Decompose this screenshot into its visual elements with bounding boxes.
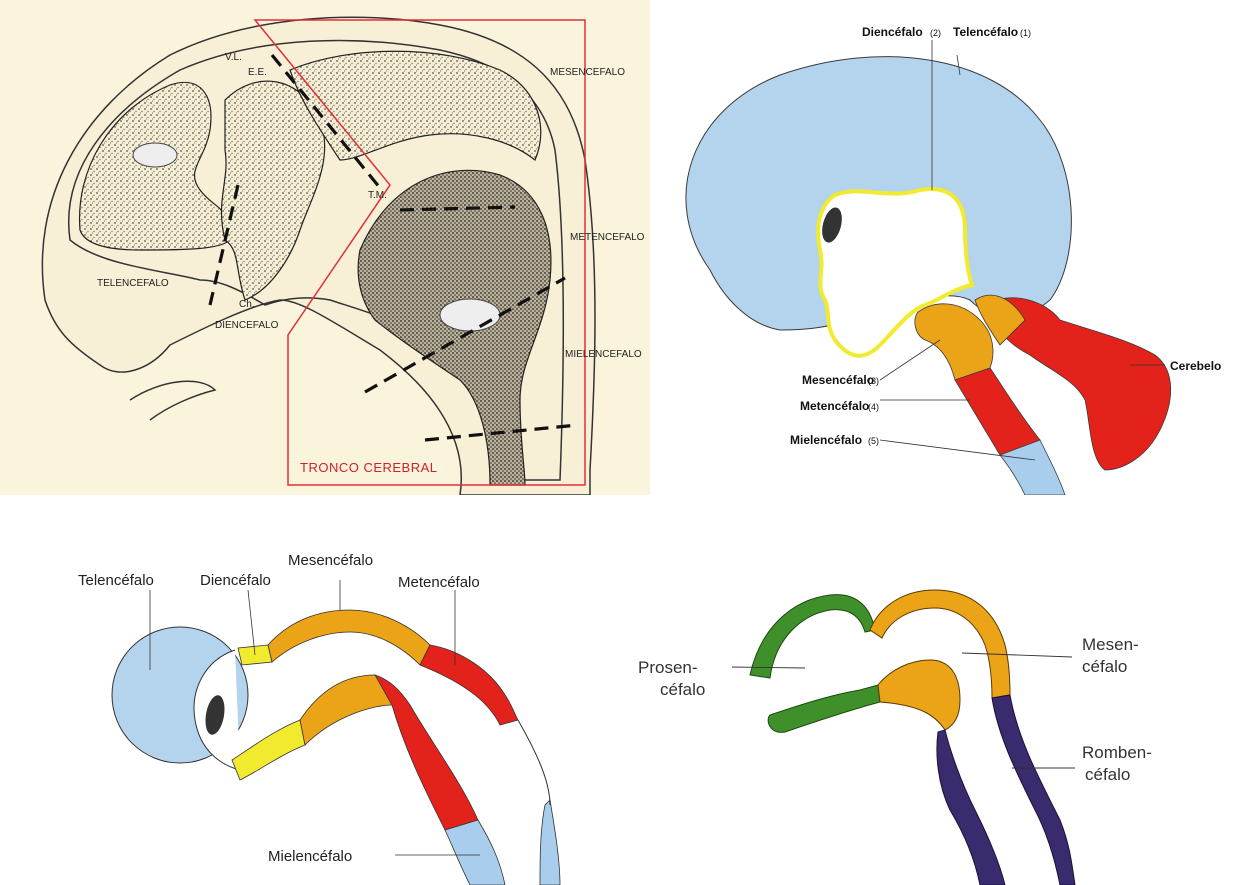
p2-num-diencefalo: (2) [930, 28, 941, 38]
p3-label-metencefalo: Metencéfalo [398, 574, 480, 591]
p2-label-mesencefalo: Mesencéfalo [802, 373, 874, 387]
label-vl: V.L. [225, 52, 242, 63]
rombencefalo-right [992, 695, 1075, 885]
label-tm: T.M. [368, 190, 387, 201]
p3-label-mielencefalo: Mielencéfalo [268, 848, 352, 865]
label-mielencefalo: MIELENCEFALO [565, 349, 642, 360]
p2-label-diencefalo: Diencéfalo [862, 25, 923, 39]
p4-label-cefalo-b: céfalo [1082, 657, 1127, 676]
colored-brain-panel: Diencéfalo (2) Telencéfalo (1) Mesencéfa… [650, 0, 1247, 495]
p3-mesencefalo-bottom [300, 675, 392, 745]
p3-label-mesencefalo: Mesencéfalo [288, 552, 373, 569]
label-telencefalo: TELENCEFALO [97, 278, 169, 289]
p2-label-metencefalo: Metencéfalo [800, 399, 869, 413]
p2-label-telencefalo: Telencéfalo [953, 25, 1018, 39]
p4-label-cefalo-a: céfalo [660, 680, 705, 699]
label-diencefalo: DIENCEFALO [215, 320, 279, 331]
p4-label-mesen: Mesen- [1082, 635, 1139, 654]
label-ee: E.E. [248, 67, 267, 78]
mesencefalo-bottom [878, 660, 960, 730]
p2-num-telencefalo: (1) [1020, 28, 1031, 38]
p3-mielencefalo-right [540, 800, 560, 885]
p2-num-mielencefalo: (5) [868, 436, 879, 446]
label-tronco-cerebral: TRONCO CEREBRAL [300, 460, 438, 475]
sagittal-brain-drawing-panel: V.L. E.E. MESENCEFALO T.M. METENCEFALO T… [0, 0, 650, 495]
five-vesicle-panel: Telencéfalo Diencéfalo Mesencéfalo Meten… [0, 520, 620, 885]
label-metencefalo: METENCEFALO [570, 232, 645, 243]
rombencefalo-left [937, 730, 1005, 885]
p4-label-romben: Romben- [1082, 743, 1152, 762]
p4-label-cefalo-c: céfalo [1085, 765, 1130, 784]
label-mesencefalo: MESENCEFALO [550, 67, 625, 78]
jaw-curve [130, 381, 215, 420]
metencefalo-shape [955, 368, 1040, 455]
label-ch: Ch. [239, 299, 255, 310]
five-vesicle-diagram: Telencéfalo Diencéfalo Mesencéfalo Meten… [0, 520, 620, 885]
p2-label-cerebelo: Cerebelo [1170, 359, 1221, 373]
p3-outer-wall [518, 720, 550, 805]
p3-label-diencefalo: Diencéfalo [200, 572, 271, 589]
p3-mesencefalo-top [268, 610, 430, 665]
choroid-plexus [133, 143, 177, 167]
prosencefalo-bottom [768, 685, 880, 732]
prosencefalo-top [750, 595, 875, 678]
p4-label-prosen: Prosen- [638, 658, 698, 677]
p3-mielencefalo-bottom [445, 820, 505, 885]
three-vesicle-diagram: Prosen- céfalo Mesen- céfalo Romben- céf… [620, 520, 1247, 885]
p3-label-telencefalo: Telencéfalo [78, 572, 154, 589]
p2-num-metencefalo: (4) [868, 402, 879, 412]
p2-label-mielencefalo: Mielencéfalo [790, 433, 862, 447]
p2-num-mesencefalo: (3) [868, 376, 879, 386]
colored-brain-diagram: Diencéfalo (2) Telencéfalo (1) Mesencéfa… [650, 0, 1247, 495]
sagittal-brain-drawing: V.L. E.E. MESENCEFALO T.M. METENCEFALO T… [0, 0, 650, 495]
p3-metencefalo-bottom [375, 675, 478, 830]
p3-metencefalo-top [420, 645, 518, 725]
p3-diencefalo-bottom [232, 720, 305, 780]
three-vesicle-panel: Prosen- céfalo Mesen- céfalo Romben- céf… [620, 520, 1247, 885]
plexus-lower [440, 299, 500, 331]
